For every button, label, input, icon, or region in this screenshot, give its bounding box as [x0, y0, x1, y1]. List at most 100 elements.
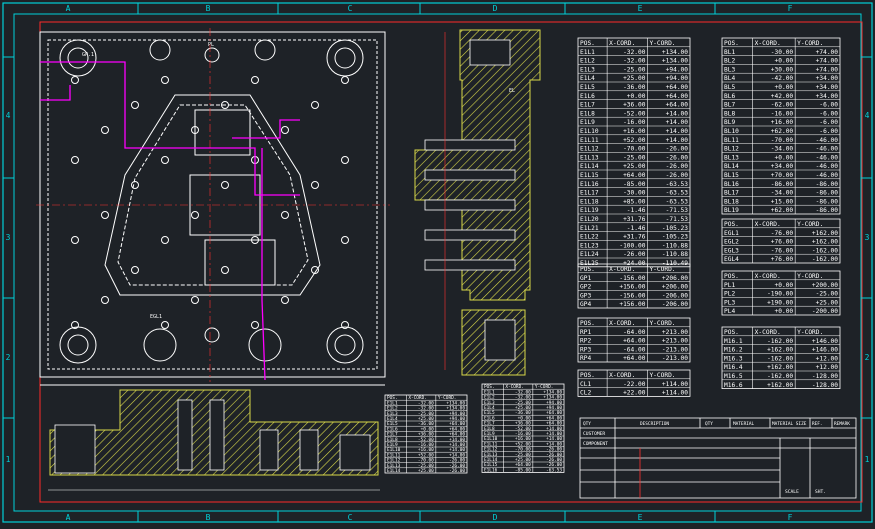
zone-row-left-1: 1	[6, 455, 11, 464]
cell-x: -16.00	[771, 110, 794, 117]
title-header: DESCRIPTION	[640, 421, 669, 427]
title-header: QTY	[583, 421, 591, 427]
cell-y: +64.00	[449, 426, 465, 432]
col-header-pos: POS.	[724, 329, 739, 336]
center-lines	[36, 28, 390, 382]
zone-col-top-D: D	[493, 4, 498, 13]
cell-pos: E1L3	[580, 66, 595, 73]
cell-pos: E1L9	[580, 119, 595, 126]
cell-x: -30.00	[771, 49, 794, 56]
col-header-x: X-CORD.	[755, 221, 781, 228]
col-header-pos: POS.	[724, 40, 739, 47]
cell-x: +30.00	[771, 66, 794, 73]
cell-pos: BL18	[724, 198, 739, 205]
zone-row-right-1: 1	[865, 455, 870, 464]
cell-x: +25.00	[418, 416, 434, 422]
cell-pos: E1L1	[484, 389, 495, 395]
cell-y: +94.00	[449, 411, 465, 417]
inner-frame	[13, 13, 862, 512]
cell-pos: E1L14	[580, 163, 599, 170]
bolt-hole	[341, 156, 349, 164]
cell-pos: E1L8	[387, 437, 398, 443]
cell-y: +134.00	[543, 389, 562, 395]
cell-x: +0.00	[518, 415, 532, 421]
bolt-hole	[101, 211, 109, 219]
cell-pos: E1L23	[580, 242, 599, 249]
cell-y: +94.00	[546, 400, 562, 406]
col-header-pos: POS.	[387, 395, 398, 401]
cell-x: -1.46	[627, 225, 646, 232]
cell-pos: E1L5	[484, 410, 495, 416]
cell-y: +12.00	[816, 364, 839, 371]
cell-y: +14.00	[449, 437, 465, 443]
cell-pos: RP2	[580, 338, 591, 345]
cell-y: +14.00	[546, 436, 562, 442]
cell-pos: E1L11	[387, 452, 401, 458]
cell-pos: BL6	[724, 93, 735, 100]
cell-y: +206.00	[662, 275, 688, 282]
cell-pos: GP1	[580, 275, 591, 282]
cell-pos: GP3	[580, 292, 591, 299]
cell-y: -6.00	[819, 128, 838, 135]
label-pl: PL	[208, 42, 214, 48]
cell-pos: BL11	[724, 137, 739, 144]
cell-pos: RP4	[580, 355, 591, 362]
cell-y: -63.53	[546, 467, 562, 473]
col-header-y: Y-CORD.	[797, 273, 823, 280]
cell-x: +52.00	[418, 452, 434, 458]
bolt-hole	[251, 76, 259, 84]
cell-pos: E1L19	[580, 207, 599, 214]
cell-x: +24.00	[623, 260, 646, 267]
cell-pos: E1L4	[484, 405, 495, 411]
section-view	[414, 29, 541, 376]
cell-x: +36.00	[418, 432, 434, 438]
cell-y: +134.00	[662, 58, 688, 65]
col-header-y: Y-CORD.	[535, 384, 554, 390]
cell-pos: E1L3	[387, 411, 398, 417]
cell-x: -36.00	[623, 84, 646, 91]
cell-pos: E1L7	[387, 432, 398, 438]
label-el: EL	[509, 88, 515, 94]
cell-pos: E1L17	[580, 190, 599, 197]
bolt-hole	[221, 181, 229, 189]
zone-col-bottom-A: A	[66, 513, 71, 522]
bolt-hole	[341, 76, 349, 84]
cell-y: +14.00	[546, 441, 562, 447]
cell-pos: E1L5	[387, 421, 398, 427]
bolt-hole	[221, 101, 229, 109]
cell-x: +0.00	[627, 93, 646, 100]
cell-x: +64.00	[515, 462, 531, 468]
cell-y: -26.00	[546, 447, 562, 453]
cell-x: -162.00	[767, 338, 793, 345]
col-header-x: X-CORD.	[755, 40, 781, 47]
cell-x: +25.00	[515, 457, 531, 463]
cell-pos: PL1	[724, 282, 735, 289]
cell-y: +12.00	[816, 355, 839, 362]
cell-y: +134.00	[662, 49, 688, 56]
cell-pos: M16.3	[724, 355, 743, 362]
cell-x: -1.46	[627, 207, 646, 214]
cell-y: +94.00	[666, 75, 689, 82]
cell-x: +25.00	[623, 75, 646, 82]
col-header-pos: POS.	[580, 266, 595, 273]
cell-pos: M16.1	[724, 338, 743, 345]
cell-y: -26.00	[546, 462, 562, 468]
cell-x: +16.00	[418, 447, 434, 453]
cell-pos: E1L3	[484, 400, 495, 406]
cell-x: +76.00	[771, 256, 794, 263]
cell-y: -26.00	[546, 452, 562, 458]
bolt-hole	[161, 76, 169, 84]
cell-y: -26.00	[666, 163, 689, 170]
zone-col-bottom-E: E	[638, 513, 643, 522]
zone-row-right-2: 2	[865, 353, 870, 362]
title-header: REMARK	[834, 421, 850, 427]
cell-y: +162.00	[812, 239, 838, 246]
bolt-hole	[251, 236, 259, 244]
cell-pos: E1L12	[484, 447, 498, 453]
cell-y: -128.00	[812, 382, 838, 389]
cell-y: +94.00	[666, 66, 689, 73]
title-block	[579, 417, 857, 499]
cell-x: +31.76	[623, 216, 646, 223]
bolt-hole	[191, 296, 199, 304]
